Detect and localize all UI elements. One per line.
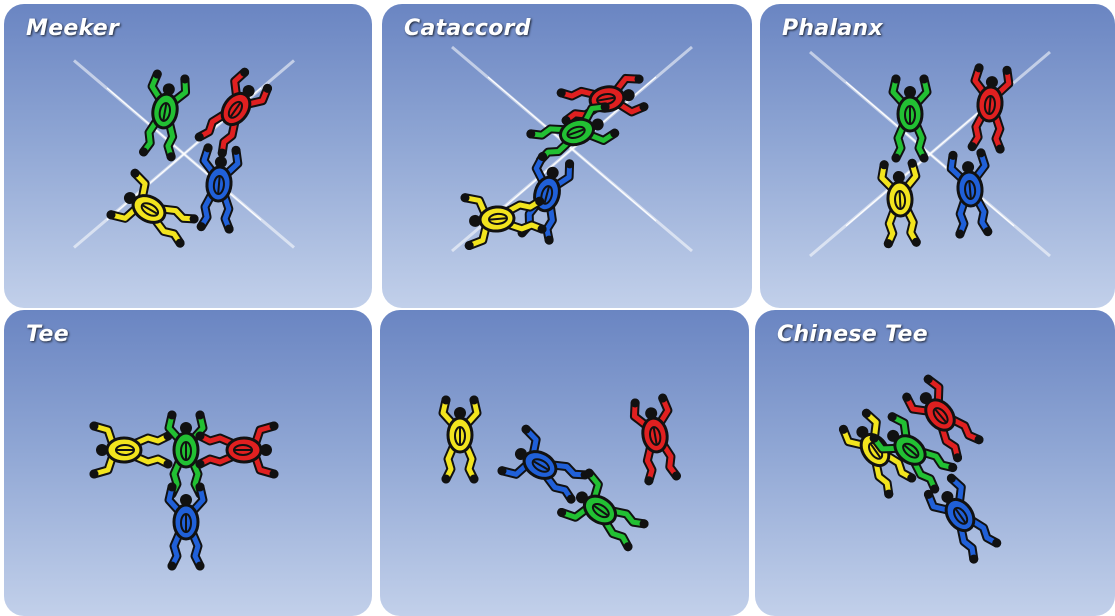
- formation-title: Tee: [26, 322, 69, 347]
- formation-diagram: [73, 59, 295, 249]
- skydiver-green: [557, 468, 649, 552]
- skydiver-green: [888, 74, 932, 163]
- skydiver-green: [139, 69, 191, 162]
- sparkle-highlight: [809, 50, 1051, 258]
- skydiver-red: [556, 73, 649, 125]
- skydiver-blue: [923, 473, 1002, 564]
- formation-title: Phalanx: [782, 16, 883, 41]
- formation-diagram: [89, 410, 279, 571]
- formation-panel-untitled: [380, 310, 749, 616]
- skydiver-red: [195, 421, 279, 479]
- formation-title: Chinese Tee: [777, 322, 928, 347]
- formation-diagram: [809, 50, 1051, 258]
- skydiver-yellow: [877, 158, 921, 249]
- formation-title: Cataccord: [404, 16, 531, 41]
- skydiver-red: [194, 67, 273, 158]
- skydiver-blue: [196, 143, 243, 234]
- skydiver-red: [967, 63, 1014, 154]
- skydiver-blue: [946, 148, 993, 239]
- skydiver-green: [526, 102, 620, 165]
- formation-diagram: [451, 45, 693, 253]
- skydiver-yellow: [438, 395, 482, 484]
- skydiver-red: [629, 393, 681, 486]
- skydiver-yellow: [460, 193, 547, 251]
- skydiver-yellow: [838, 408, 917, 499]
- skydiver-blue: [497, 424, 590, 504]
- formation-panel-cataccord: Cataccord: [382, 4, 752, 308]
- formation-panel-chinese-tee: Chinese Tee: [755, 310, 1115, 616]
- formation-panel-phalanx: Phalanx: [760, 4, 1115, 308]
- skydiver-yellow: [106, 168, 199, 248]
- skydiver-blue: [164, 482, 208, 571]
- formation-diagram: [838, 374, 1002, 564]
- skydiver-red: [902, 374, 984, 463]
- formation-title: Meeker: [26, 16, 120, 41]
- skydiver-green: [869, 412, 958, 494]
- skydiver-yellow: [89, 421, 173, 479]
- formation-diagram: [438, 393, 681, 552]
- formation-panel-tee: Tee: [4, 310, 372, 616]
- formation-panel-meeker: Meeker: [4, 4, 372, 308]
